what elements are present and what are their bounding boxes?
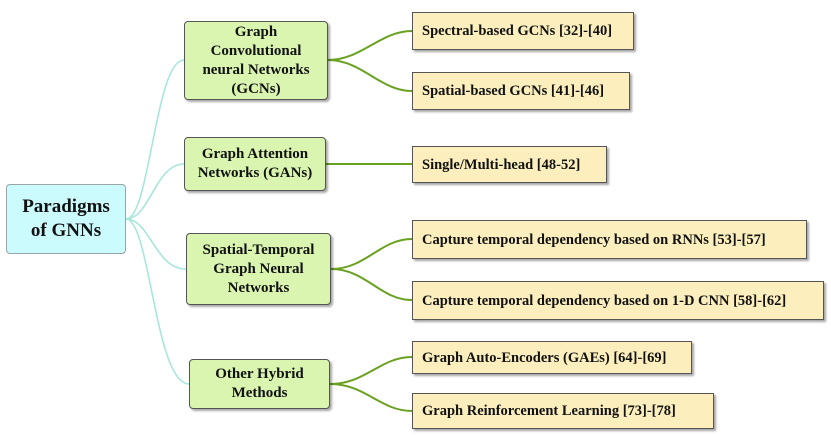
- category-hybrid-label: Other Hybrid Methods: [215, 366, 304, 401]
- leaf-temporal-cnn-label: Capture temporal dependency based on 1-D…: [422, 292, 787, 309]
- link-root-gcns: [125, 59, 185, 220]
- leaf-spectral-gcns: Spectral-based GCNs [32]-[40]: [412, 12, 634, 50]
- link-stgnns-rnn: [330, 238, 413, 270]
- root-label: Paradigms of GNNs: [22, 196, 110, 241]
- leaf-gaes: Graph Auto-Encoders (GAEs) [64]-[69]: [412, 341, 692, 374]
- leaf-single-multi-head: Single/Multi-head [48-52]: [412, 146, 607, 183]
- leaf-spectral-gcns-label: Spectral-based GCNs [32]-[40]: [422, 23, 613, 39]
- link-stgnns-cnn: [330, 268, 413, 301]
- leaf-graph-rl: Graph Reinforcement Learning [73]-[78]: [412, 393, 714, 429]
- link-gcns-spectral: [327, 30, 413, 61]
- leaf-temporal-rnn-label: Capture temporal dependency based on RNN…: [422, 231, 766, 248]
- link-root-hybrid: [125, 218, 190, 385]
- link-hybrid-grl: [329, 383, 413, 412]
- category-gans: Graph Attention Networks (GANs): [184, 137, 326, 191]
- category-gcns: Graph Convolutional neural Networks (GCN…: [184, 21, 328, 100]
- leaf-spatial-gcns-label: Spatial-based GCNs [41]-[46]: [422, 83, 605, 99]
- leaf-graph-rl-label: Graph Reinforcement Learning [73]-[78]: [422, 403, 676, 419]
- category-gcns-label: Graph Convolutional neural Networks (GCN…: [202, 23, 310, 97]
- leaf-single-multi-head-label: Single/Multi-head [48-52]: [422, 156, 581, 173]
- leaf-spatial-gcns: Spatial-based GCNs [41]-[46]: [412, 72, 630, 110]
- category-gans-label: Graph Attention Networks (GANs): [197, 146, 313, 181]
- root-node: Paradigms of GNNs: [6, 184, 126, 254]
- category-stgnns: Spatial-Temporal Graph Neural Networks: [186, 233, 331, 305]
- leaf-temporal-rnn: Capture temporal dependency based on RNN…: [412, 220, 807, 259]
- link-root-gans: [125, 163, 185, 220]
- leaf-gaes-label: Graph Auto-Encoders (GAEs) [64]-[69]: [422, 349, 667, 366]
- category-hybrid: Other Hybrid Methods: [189, 359, 330, 409]
- link-hybrid-gae: [329, 356, 413, 385]
- leaf-temporal-cnn: Capture temporal dependency based on 1-D…: [412, 281, 824, 320]
- link-gcns-spatial: [327, 59, 413, 92]
- link-root-stgnns: [125, 218, 187, 270]
- category-stgnns-label: Spatial-Temporal Graph Neural Networks: [202, 241, 315, 296]
